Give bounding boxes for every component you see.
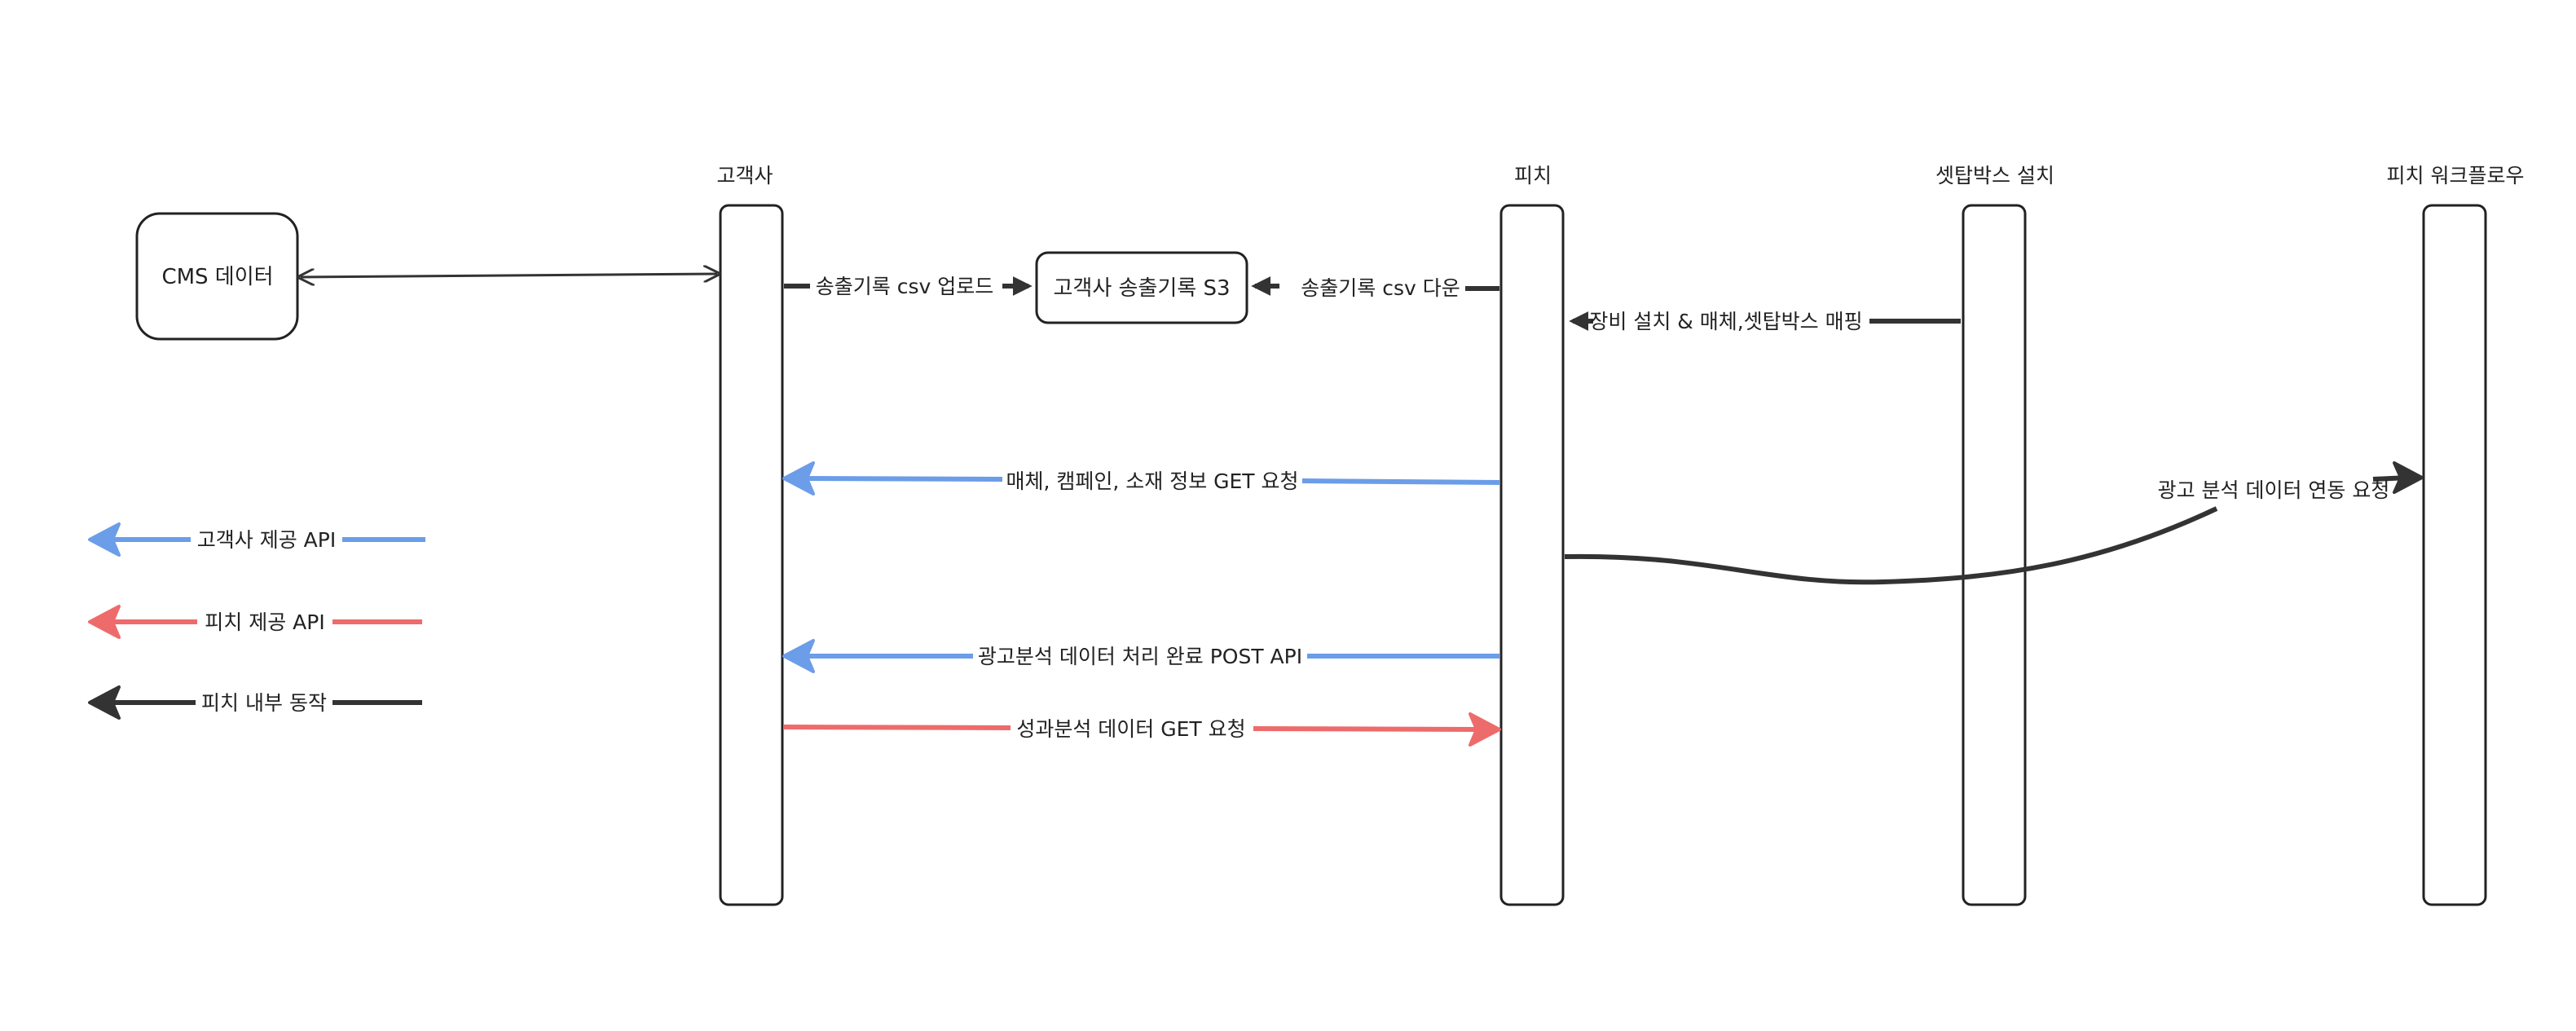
- cms-box-label: CMS 데이터: [161, 265, 273, 289]
- media-get-label: 매체, 캠페인, 소재 정보 GET 요청: [1006, 469, 1298, 493]
- lifeline-workflow: [2422, 204, 2487, 906]
- csv-download-label: 송출기록 csv 다운: [1301, 276, 1460, 300]
- media-get-arrow-left: [798, 476, 1003, 482]
- lifeline-settop: [1962, 204, 2027, 906]
- lifeline-customer: [719, 204, 784, 906]
- lifeline-peach: [1499, 204, 1565, 906]
- media-get-arrow-head: [782, 461, 815, 496]
- s3-box-label: 고객사 송출기록 S3: [1053, 276, 1230, 301]
- lane-title-customer: 고객사: [716, 164, 773, 187]
- ad-analysis-request-arrow: [1564, 506, 2218, 585]
- legend-internal-arrow-head: [88, 685, 121, 720]
- legend-customer-api-arrow-head: [88, 522, 121, 557]
- performance-get-arrow-head: [1469, 712, 1501, 747]
- legend-internal-label: 피치 내부 동작: [201, 691, 327, 715]
- lane-title-settop: 셋탑박스 설치: [1935, 164, 2054, 187]
- legend-peach-api-arrow-head: [88, 605, 121, 639]
- cms-sync-arrow: [301, 274, 717, 277]
- ad-analysis-request-arrow-head: [2393, 461, 2424, 494]
- performance-get-arrow-left: [783, 725, 1011, 730]
- analysis-done-arrow-head: [782, 639, 815, 673]
- ad-analysis-request-label: 광고 분석 데이터 연동 요청: [2158, 478, 2390, 502]
- csv-upload-label: 송출기록 csv 업로드: [816, 275, 993, 298]
- s3-box: [1035, 251, 1248, 324]
- legend-customer-api-label: 고객사 제공 API: [197, 528, 336, 552]
- performance-get-label: 성과분석 데이터 GET 요청: [1016, 717, 1245, 741]
- legend-peach-api-label: 피치 제공 API: [205, 610, 324, 634]
- device-install-label: 장비 설치 & 매체,셋탑박스 매핑: [1589, 310, 1862, 333]
- media-get-arrow-right: [1301, 478, 1500, 485]
- analysis-done-label: 광고분석 데이터 처리 완료 POST API: [978, 645, 1302, 668]
- legend: 고객사 제공 API 피치 제공 API 피치 내부 동작: [88, 522, 425, 720]
- lane-title-peach: 피치: [1514, 164, 1552, 187]
- lane-title-workflow: 피치 워크플로우: [2387, 164, 2525, 187]
